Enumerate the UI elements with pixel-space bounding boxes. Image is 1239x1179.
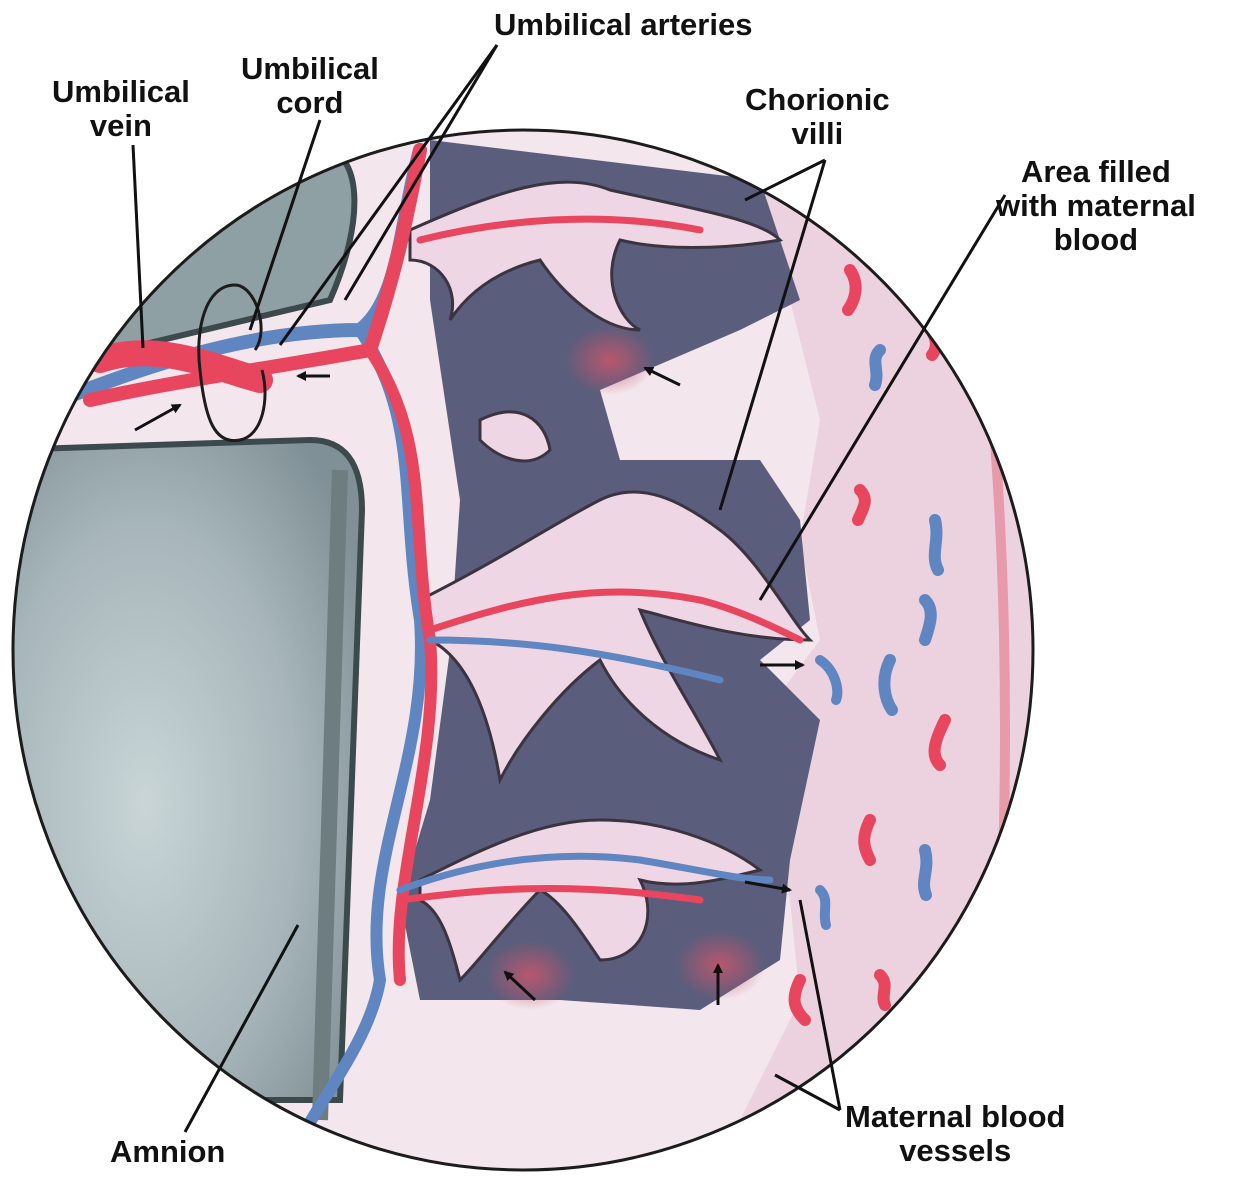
label-chorionic-villi: Chorionic villi	[745, 83, 890, 151]
label-maternal-blood-vessels: Maternal blood vessels	[845, 1100, 1065, 1168]
label-umbilical-arteries: Umbilical arteries	[494, 8, 752, 42]
label-umbilical-cord: Umbilical cord	[241, 52, 379, 120]
amniotic-cavity	[0, 440, 362, 1100]
label-umbilical-vein: Umbilical vein	[52, 75, 190, 143]
label-maternal-blood-area: Area filled with maternal blood	[996, 155, 1196, 257]
leader-chorionic-villi-1	[745, 160, 825, 200]
label-amnion: Amnion	[110, 1135, 225, 1169]
